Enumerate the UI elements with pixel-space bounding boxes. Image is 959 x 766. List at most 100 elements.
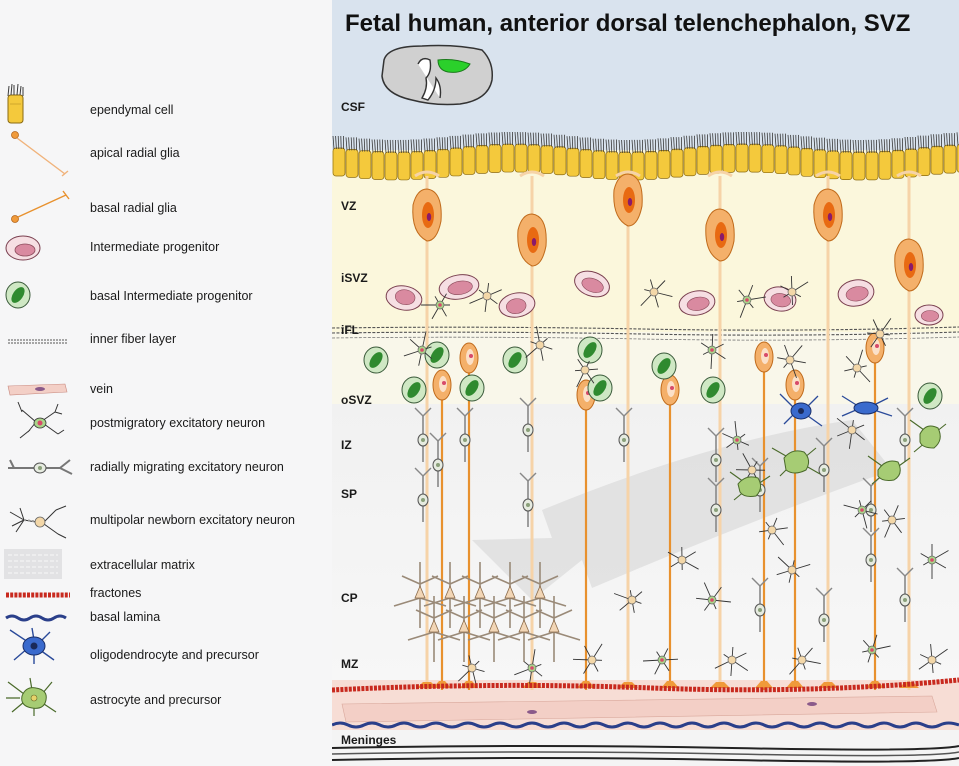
intermediate-progenitor-icon: [5, 235, 41, 261]
ependymal-cell: [865, 139, 879, 181]
multipolar-neuron-cell: [403, 331, 433, 366]
migrating-neuron-icon: [8, 459, 73, 475]
glial-cells: [729, 393, 947, 501]
multipolar-neuron-cell: [759, 517, 788, 546]
apical-radial-glia-cell: [894, 170, 924, 690]
migrating-neuron-cell: [414, 407, 432, 462]
legend-label-basal-lamina: basal lamina: [90, 610, 161, 624]
multipolar-neuron-cell: [613, 590, 643, 613]
ependymal-cell: [644, 139, 658, 180]
legend-icons: [4, 83, 73, 716]
pyramidal-neuron: [423, 562, 477, 628]
multipolar-neuron-cell: [737, 284, 766, 318]
legend-label-basal-intermediate-progenitor: basal Intermediate progenitor: [90, 289, 253, 303]
zone-label-meninges: Meninges: [341, 733, 397, 747]
pyramidal-neuron: [393, 562, 447, 628]
multipolar-neuron-cell: [789, 647, 821, 675]
apical-radial-glia-group: [412, 170, 924, 690]
basal-lamina-icon: [5, 614, 67, 622]
pyramidal-neuron: [453, 562, 507, 628]
basal-radial-glia-icon: [11, 190, 70, 223]
ependymal-cell: [592, 138, 606, 180]
ependymal-cell: [943, 133, 957, 174]
ependymal-cell: [826, 138, 840, 180]
migrating-neuron-cell: [456, 407, 474, 462]
legend-label-migrating-neuron: radially migrating excitatory neuron: [90, 460, 284, 474]
postmigratory-neuron-icon: [17, 401, 65, 439]
basal-intermediate-progenitor-cell: [502, 346, 528, 374]
ependymal-cell: [566, 136, 580, 177]
zone-label-mz: MZ: [341, 657, 359, 671]
ependymal-cell: [501, 132, 515, 173]
pyramidal-neuron: [513, 562, 567, 628]
legend-label-fractones: fractones: [90, 586, 142, 600]
basal-radial-glia-cell: [432, 369, 452, 690]
figure-canvas: [332, 0, 959, 766]
ependymal-cell: [462, 134, 476, 175]
ependymal-cell: [696, 134, 710, 175]
intermediate-progenitor-cell: [438, 274, 480, 300]
ependymal-cell: [475, 133, 489, 174]
migrating-neuron-cell: [519, 397, 537, 452]
multipolar-neuron-cell: [696, 582, 731, 611]
basal-radial-glia-cell: [660, 374, 680, 690]
multipolar-neuron-cell: [918, 644, 948, 674]
basal-intermediate-progenitor-group: [363, 336, 943, 410]
ependymal-cell: [358, 138, 372, 179]
ependymal-cell: [800, 136, 814, 177]
multipolar-neuron-cell: [777, 344, 806, 379]
multipolar-neuron-cell: [920, 544, 949, 579]
basal-intermediate-progenitor-cell: [424, 341, 450, 369]
ependymal-cell: [488, 132, 502, 173]
astrocyte-icon: [6, 677, 57, 716]
basal-radial-glia-cell: [754, 341, 774, 690]
ependymal-cell: [553, 134, 567, 176]
zone-label-csf: CSF: [341, 100, 365, 114]
apical-radial-glia-cell: [517, 170, 547, 690]
oligodendrocyte-icon: [9, 627, 55, 664]
multipolar-neuron-cell: [722, 421, 750, 450]
ependymal-cell: [917, 135, 931, 176]
meninges-lines: [332, 745, 959, 763]
pyramidal-neuron: [497, 596, 551, 662]
basal-intermediate-progenitor-cell: [587, 374, 613, 402]
legend-label-intermediate-progenitor: Intermediate progenitor: [90, 240, 220, 254]
migrating-neuron-cell: [707, 427, 725, 482]
intermediate-progenitor-cell: [574, 270, 610, 298]
multipolar-neuron-cell: [700, 333, 726, 370]
migrating-neuron-cell: [896, 567, 914, 622]
migrating-neuron-cell: [815, 587, 833, 642]
basal-radial-glia-cell: [785, 369, 805, 690]
ependymal-cell: [527, 132, 541, 173]
legend-label-extracellular-matrix: extracellular matrix: [90, 558, 195, 572]
basal-intermediate-progenitor-cell: [651, 352, 677, 380]
zone-label-iz: IZ: [341, 438, 352, 452]
basal-intermediate-progenitor-icon: [5, 281, 31, 309]
migrating-neuron-cell: [707, 477, 725, 532]
ependymal-cell: [813, 137, 827, 179]
ependymal-cell: [761, 132, 775, 174]
ependymal-cell: [371, 139, 385, 180]
multipolar-neuron-cell: [882, 505, 905, 538]
page-title: Fetal human, anterior dorsal telenchepha…: [345, 10, 911, 37]
ependymal-cell: [384, 139, 398, 181]
multipolar-neuron-cell: [457, 655, 485, 684]
ependymal-cell: [683, 135, 697, 177]
ependymal-cell-icon: [7, 83, 24, 124]
ependymal-cell: [722, 132, 736, 173]
multipolar-neuron-cell: [776, 556, 811, 583]
basal-intermediate-progenitor-cell: [401, 376, 427, 404]
intermediate-progenitor-cell: [678, 290, 716, 316]
ependymal-cell: [852, 139, 866, 181]
basal-intermediate-progenitor-cell: [917, 382, 943, 410]
zone-label-isvz: iSVZ: [341, 271, 368, 285]
oligodendrocyte-cell: [779, 393, 823, 427]
ependymal-cell: [514, 132, 528, 173]
ependymal-cell: [449, 135, 463, 177]
multipolar-neuron-icon: [9, 505, 67, 539]
migrating-neuron-cell: [815, 437, 833, 492]
legend-label-postmigratory-neuron: postmigratory excitatory neuron: [90, 416, 266, 430]
intermediate-progenitor-cell: [385, 285, 423, 311]
astrocyte-cell: [729, 471, 771, 501]
legend-label-inner-fiber-layer: inner fiber layer: [90, 332, 177, 346]
